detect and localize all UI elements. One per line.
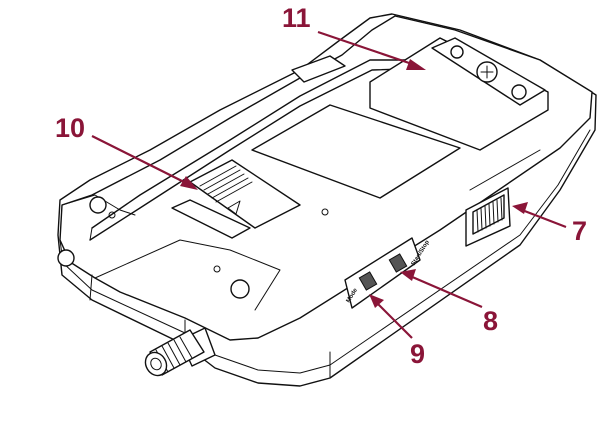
callout-label-9: 9 [410,339,425,369]
rotary-wheel[interactable] [465,187,511,247]
callout-8: 8 [400,269,498,336]
leader-line-7 [521,208,567,229]
callout-9: 9 [369,294,425,369]
callout-10: 10 [55,113,198,190]
callout-label-8: 8 [483,306,498,336]
slide-latch [171,159,301,239]
callout-label-10: 10 [55,113,85,143]
leader-line-11 [317,30,419,68]
leader-line-9 [375,301,413,339]
start-stop-button[interactable] [388,253,408,273]
callout-11: 11 [282,3,426,70]
cable-connector [144,327,216,377]
leader-line-10 [91,135,189,185]
mode-button[interactable] [358,271,378,291]
callout-7: 7 [512,202,587,246]
callout-label-7: 7 [572,216,587,246]
leader-line-8 [409,274,483,309]
callout-label-11: 11 [282,3,311,33]
